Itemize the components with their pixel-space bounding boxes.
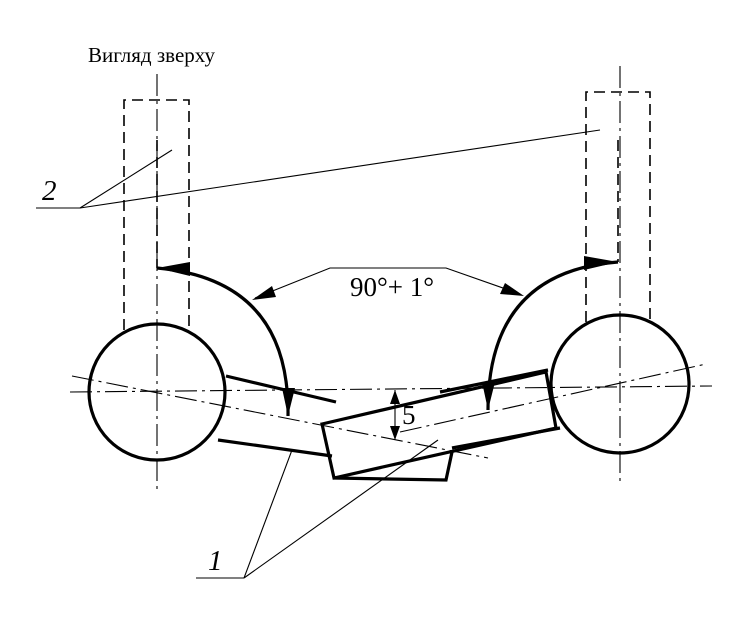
- callout-2-leaders: [36, 129, 601, 209]
- skewed-axle-line: [71, 375, 489, 459]
- right-dashed-outline: [585, 91, 651, 322]
- callout-1-leaders: [196, 439, 439, 579]
- horizontal-reference-line: [69, 385, 713, 393]
- callout-2-label: 2: [42, 175, 57, 207]
- right-arc-top-arrowhead: [584, 256, 618, 270]
- angle-label: 90°+ 1°: [350, 272, 434, 302]
- left-link-arm: [217, 374, 337, 458]
- offset-label: 5: [402, 400, 416, 430]
- skewed-axle-line-right: [399, 363, 707, 433]
- central-block-lower-step: [333, 451, 454, 482]
- central-block: [320, 370, 558, 480]
- left-arc-top-arrowhead: [157, 262, 190, 276]
- right-wheel-circle: [549, 313, 691, 455]
- angle-dimension-leader: [252, 267, 524, 300]
- offset-dimension: [390, 390, 400, 440]
- callout-1-label: 1: [208, 545, 223, 577]
- left-arc-bottom-arrowhead: [282, 388, 295, 416]
- right-arc-bottom-arrowhead: [482, 382, 495, 410]
- caption-text: Вигляд зверху: [88, 43, 215, 67]
